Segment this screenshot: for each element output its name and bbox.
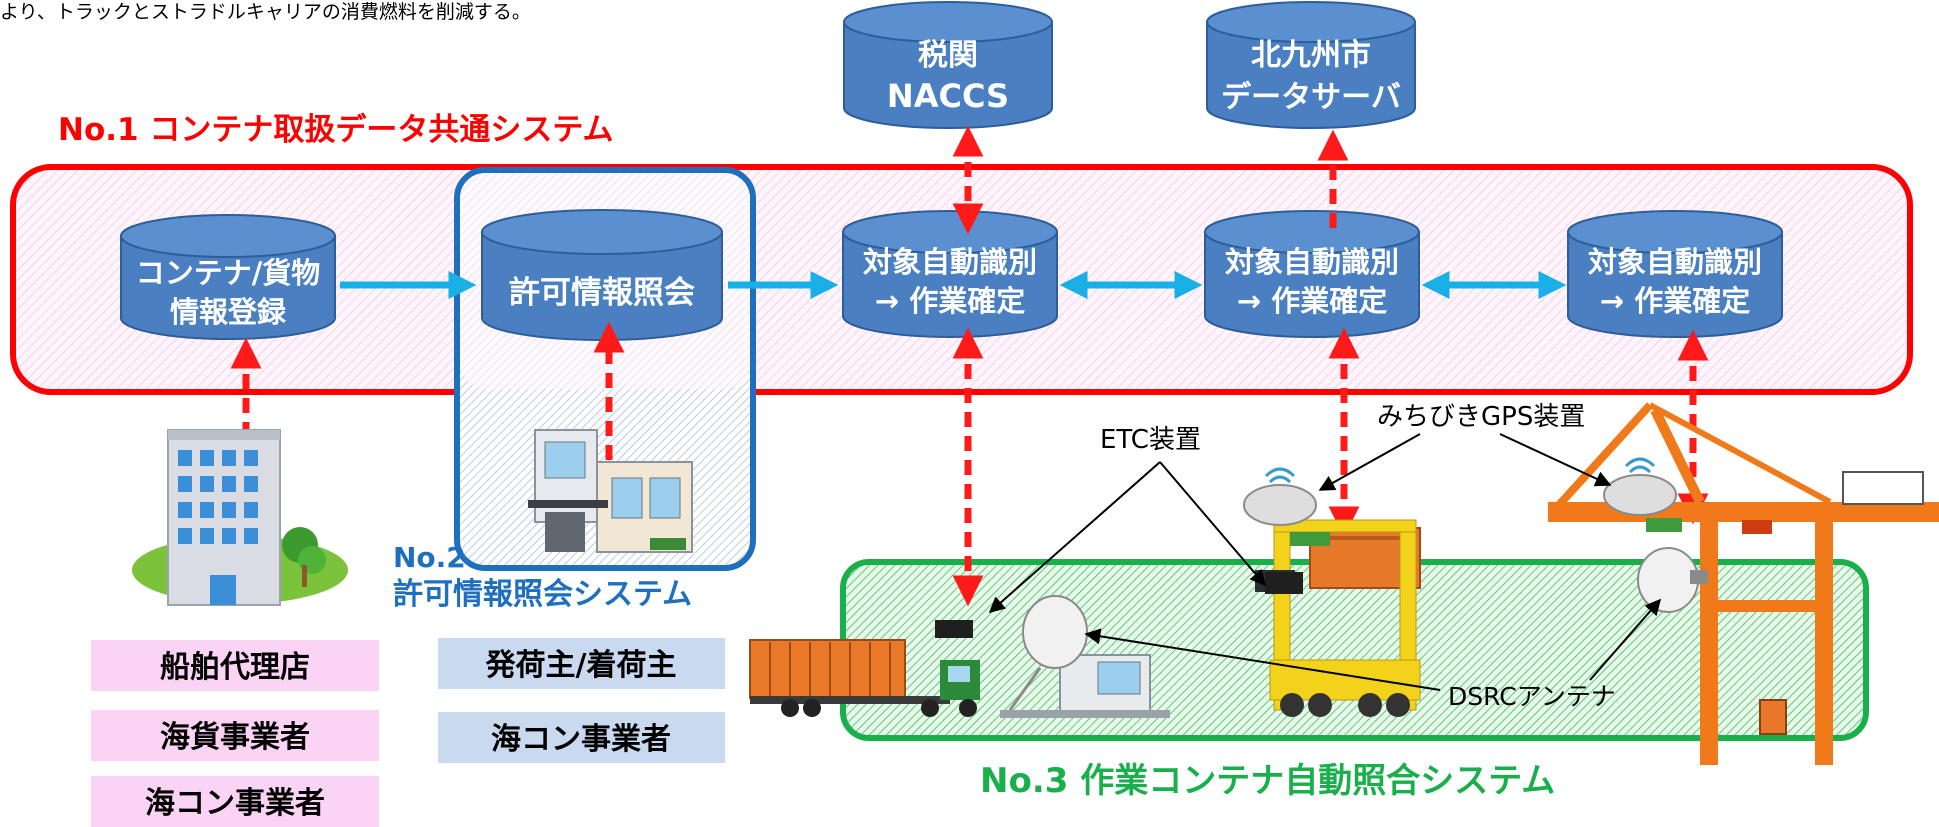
truck-illustration <box>749 620 980 717</box>
register-line2: 情報登録 <box>170 295 287 329</box>
label-etc: ETC装置 <box>1100 425 1201 455</box>
stakeholder-blue-group: 発荷主/着荷主 海コン事業者 <box>438 638 725 763</box>
city-line1: 北九州市 <box>1251 38 1371 73</box>
dsrc-antenna-gate <box>1008 595 1088 711</box>
dsrc-antenna-crane <box>1637 547 1708 613</box>
cylinder-customs: 税関 NACCS <box>843 1 1053 129</box>
gps-device-crane <box>1603 457 1682 532</box>
stakeholder-pink-group: 船舶代理店 海貨事業者 海コン事業者 <box>91 640 379 827</box>
customs-line2: NACCS <box>887 77 1009 115</box>
identify1-line1: 対象自動識別 <box>863 245 1037 279</box>
identify2-line1: 対象自動識別 <box>1225 245 1399 279</box>
gate-booth-illustration <box>1000 654 1170 718</box>
stakeholder-freight-forwarder: 海貨事業者 <box>160 720 310 755</box>
stakeholder-container-hauler: 海コン事業者 <box>145 786 325 821</box>
register-line1: コンテナ/貨物 <box>136 256 321 290</box>
system2-title-line2: 許可情報照会システム <box>393 577 692 612</box>
identify2-line2: → 作業確定 <box>1237 284 1387 318</box>
shipper-building-illustration <box>528 429 693 553</box>
header-note: より、トラックとストラドルキャリアの消費燃料を削減する。 <box>0 1 531 23</box>
identify1-line2: → 作業確定 <box>875 284 1025 318</box>
etc-unit-straddle <box>1265 572 1303 594</box>
label-gps: みちびきGPS装置 <box>1377 402 1585 432</box>
system1-title: No.1 コンテナ取扱データ共通システム <box>58 112 613 148</box>
cylinder-city: 北九州市 データサーバ <box>1206 1 1416 129</box>
cylinder-identify-3: 対象自動識別 → 作業確定 <box>1567 210 1783 338</box>
cylinder-identify-2: 対象自動識別 → 作業確定 <box>1204 210 1420 338</box>
gps-device-straddle <box>1243 467 1317 526</box>
stakeholder-container-hauler-2: 海コン事業者 <box>491 722 671 757</box>
stakeholder-shipper: 発荷主/着荷主 <box>485 648 677 683</box>
identify3-line2: → 作業確定 <box>1600 284 1750 318</box>
system2-title-line1: No.2 <box>393 541 466 574</box>
cylinder-permit: 許可情報照会 <box>481 209 723 341</box>
system3-title: No.3 作業コンテナ自動照合システム <box>980 761 1555 801</box>
cylinder-register: コンテナ/貨物 情報登録 <box>120 214 336 340</box>
city-line2: データサーバ <box>1221 80 1401 115</box>
permit-line1: 許可情報照会 <box>509 275 695 311</box>
office-building-illustration <box>132 429 348 606</box>
cylinder-identify-1: 対象自動識別 → 作業確定 <box>842 210 1058 338</box>
identify3-line1: 対象自動識別 <box>1588 245 1762 279</box>
label-dsrc: DSRCアンテナ <box>1448 682 1616 711</box>
customs-line1: 税関 <box>918 38 978 73</box>
stakeholder-ship-agent: 船舶代理店 <box>160 650 310 685</box>
